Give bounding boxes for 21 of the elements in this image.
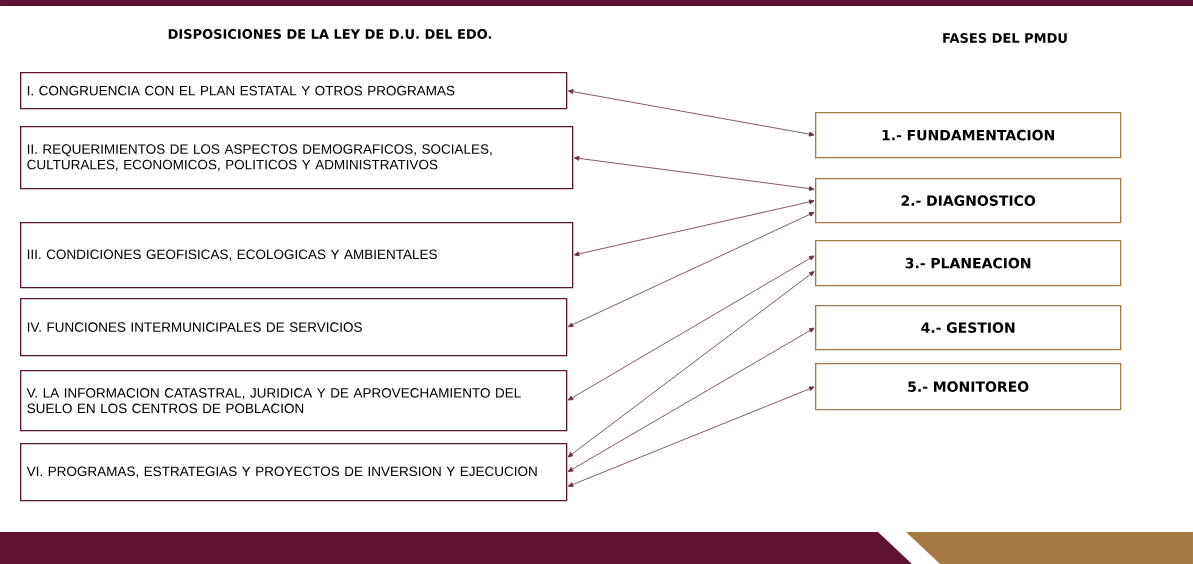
phase-box: 5.- MONITOREO [815, 363, 1122, 411]
phase-box: 2.- DIAGNOSTICO [815, 178, 1122, 224]
phase-box: 1.- FUNDAMENTACION [815, 112, 1122, 159]
arrow [567, 212, 815, 328]
provision-box: III. CONDICIONES GEOFISICAS, ECOLOGICAS Y AMBIENTALES [20, 222, 574, 289]
provision-box: I. CONGRUENCIA CON EL PLAN ESTATAL Y OTROS PROGRAMAS [20, 72, 568, 110]
arrow [567, 89, 815, 137]
phase-box: 3.- PLANEACION [815, 240, 1122, 287]
arrow [567, 271, 815, 458]
arrow [573, 199, 815, 257]
heading: FASES DEL PMDU [943, 33, 1067, 43]
arrow [567, 255, 815, 401]
provision-box: IV. FUNCIONES INTERMUNICIPALES DE SERVICIOS [20, 298, 568, 357]
arrow [573, 156, 815, 191]
provision-box: II. REQUERIMIENTOS DE LOS ASPECTOS DEMOGRAFICOS, SOCIALES, CULTURALES, ECONOMICOS, POLITICOS Y ADMINISTRATIVOS [20, 126, 574, 190]
heading: DISPOSICIONES DE LA LEY DE D.U. DEL EDO. [168, 29, 492, 39]
arrow [567, 386, 815, 487]
arrow [567, 327, 815, 472]
provision-box: V. LA INFORMACION CATASTRAL, JURIDICA Y DE APROVECHAMIENTO DEL SUELO EN LOS CENTROS DE POBLACION [20, 370, 568, 432]
phase-box: 4.- GESTION [815, 305, 1122, 351]
provision-box: VI. PROGRAMAS, ESTRATEGIAS Y PROYECTOS DE INVERSION Y EJECUCION [20, 443, 568, 502]
